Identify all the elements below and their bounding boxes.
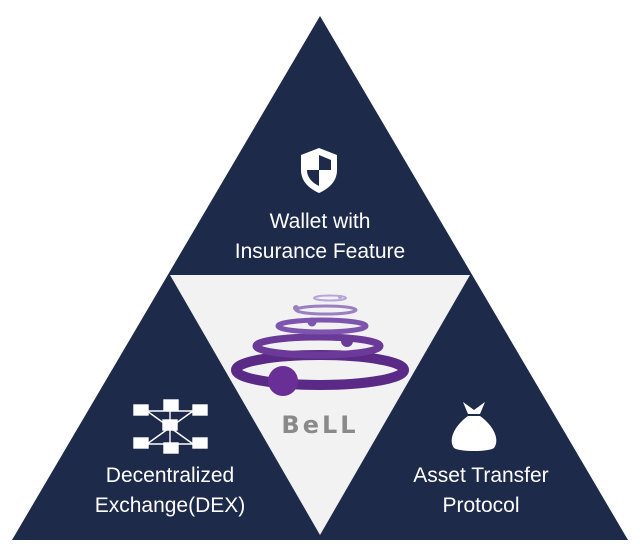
segment-label-line: Decentralized xyxy=(105,464,235,487)
segment-label-dex: Decentralized Exchange(DEX) xyxy=(60,461,280,521)
center-triangle xyxy=(170,275,470,535)
segment-label-transfer: Asset Transfer Protocol xyxy=(356,461,606,521)
shield-icon xyxy=(301,148,337,193)
segment-label-line: Insurance Feature xyxy=(234,240,406,263)
segment-label-line: Protocol xyxy=(442,494,520,517)
bell-orbit-logo xyxy=(231,294,409,396)
segment-label-line: Wallet with xyxy=(269,210,371,233)
brand-wordmark: BeLL xyxy=(281,411,359,439)
segment-label-line: Exchange(DEX) xyxy=(94,494,246,517)
segment-label-line: Asset Transfer xyxy=(413,464,549,487)
network-icon xyxy=(133,399,208,454)
money-bag-icon xyxy=(451,402,497,451)
segment-label-wallet: Wallet with Insurance Feature xyxy=(195,207,445,267)
